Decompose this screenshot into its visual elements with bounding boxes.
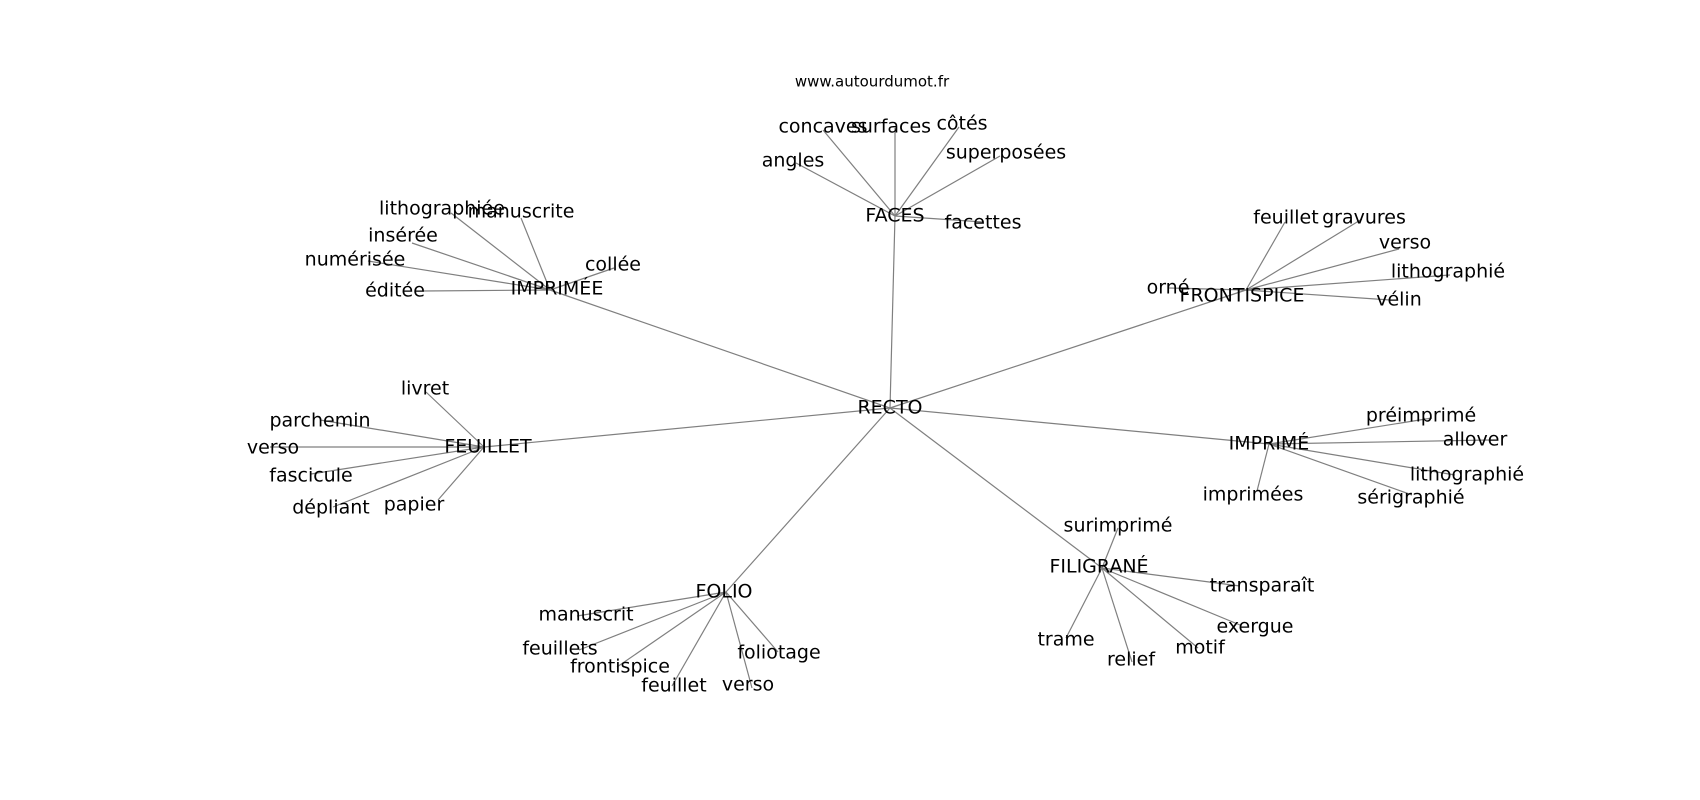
edge-hub-to-word xyxy=(795,162,896,217)
word-node: exergue xyxy=(1217,616,1294,638)
edge-hub-to-word xyxy=(1268,443,1413,496)
word-node: motif xyxy=(1175,637,1226,659)
word-node: numérisée xyxy=(305,249,406,271)
edge-hub-to-word xyxy=(520,217,551,291)
word-node: sérigraphié xyxy=(1357,487,1464,509)
edge-center-to-hub xyxy=(725,407,891,593)
word-node: trame xyxy=(1037,629,1094,651)
word-node: verso xyxy=(1379,232,1431,254)
edge-hub-to-word xyxy=(332,446,485,508)
word-node: papier xyxy=(384,494,445,516)
word-node: foliotage xyxy=(737,642,820,664)
edge-hub-to-word xyxy=(1268,443,1456,476)
word-node: frontispice xyxy=(570,656,670,678)
center-node: RECTO xyxy=(857,397,922,419)
word-node: lithographiée xyxy=(379,198,505,220)
word-node: facettes xyxy=(945,212,1022,234)
edge-hub-to-word xyxy=(1101,527,1119,569)
word-node: verso xyxy=(722,674,774,696)
hub-node: FOLIO xyxy=(695,581,752,603)
edge-hub-to-word xyxy=(894,126,960,217)
edge-hub-to-word xyxy=(1268,417,1433,445)
edge-center-to-hub xyxy=(889,407,1103,569)
edge-hub-to-word xyxy=(1245,218,1363,291)
edge-hub-to-word xyxy=(576,591,727,617)
edge-hub-to-word xyxy=(1245,274,1451,291)
word-node: éditée xyxy=(365,280,425,302)
edge-hub-to-word xyxy=(1256,443,1270,492)
hub-node: FILIGRANÉ xyxy=(1049,555,1148,578)
edge-hub-to-word xyxy=(1101,567,1199,649)
edge-hub-to-word xyxy=(450,212,551,291)
edge-hub-to-word xyxy=(319,419,485,448)
hub-node: FRONTISPICE xyxy=(1180,285,1305,307)
edge-hub-to-word xyxy=(1101,567,1241,626)
word-node: feuillet xyxy=(641,675,706,697)
word-node: gravures xyxy=(1322,207,1406,229)
graph-edges xyxy=(270,126,1491,689)
hub-node: FEUILLET xyxy=(444,436,532,458)
edge-hub-to-word xyxy=(425,391,485,448)
hub-node: FACES xyxy=(865,205,924,227)
edge-hub-to-word xyxy=(725,591,779,653)
edge-hub-to-word xyxy=(367,260,551,291)
edge-center-to-hub xyxy=(889,407,1270,445)
word-node: dépliant xyxy=(292,497,370,519)
word-node: orné xyxy=(1147,277,1190,299)
edge-center-to-hub xyxy=(549,289,891,409)
edge-hub-to-word xyxy=(1101,567,1241,587)
edge-hub-to-word xyxy=(822,129,896,217)
edge-hub-to-word xyxy=(310,446,485,475)
edge-hub-to-word xyxy=(437,446,485,501)
edge-center-to-hub xyxy=(483,407,891,448)
word-node: verso xyxy=(247,437,299,459)
word-node: superposées xyxy=(946,142,1066,164)
word-node: collée xyxy=(585,254,641,276)
word-node: fascicule xyxy=(269,465,352,487)
edge-center-to-hub xyxy=(889,289,1247,409)
site-url[interactable]: www.autourdumot.fr xyxy=(795,73,950,91)
edge-hub-to-word xyxy=(1245,221,1286,291)
edge-hub-to-word xyxy=(616,591,727,668)
word-node: parchemin xyxy=(269,410,370,432)
edge-hub-to-word xyxy=(1101,567,1133,663)
word-node: vélin xyxy=(1376,289,1422,311)
word-node: manuscrit xyxy=(538,604,633,626)
word-node: livret xyxy=(401,378,449,400)
word-node: côtés xyxy=(936,113,987,135)
edge-hub-to-word xyxy=(1168,287,1247,291)
edge-hub-to-word xyxy=(894,215,984,223)
edge-hub-to-word xyxy=(671,591,727,687)
edge-hub-to-word xyxy=(411,242,551,291)
word-node: relief xyxy=(1107,649,1156,671)
word-node: angles xyxy=(762,150,825,172)
edge-hub-to-word xyxy=(1245,289,1391,301)
edge-hub-to-word xyxy=(1245,248,1400,291)
edge-hub-to-word xyxy=(1268,439,1491,445)
word-node: feuillets xyxy=(522,638,597,660)
word-node: feuillet xyxy=(1253,207,1318,229)
word-node: concaves xyxy=(778,116,867,138)
edge-hub-to-word xyxy=(578,591,727,651)
edge-center-to-hub xyxy=(889,215,896,409)
edge-hub-to-word xyxy=(894,155,1001,217)
hub-node: IMPRIMÉ xyxy=(1229,432,1310,455)
word-node: surfaces xyxy=(851,116,931,138)
word-node: préimprimé xyxy=(1366,405,1476,427)
word-node: allover xyxy=(1443,429,1508,451)
word-node: manuscrite xyxy=(468,201,575,223)
edge-hub-to-word xyxy=(421,289,551,292)
hub-node: IMPRIMÉE xyxy=(511,277,604,300)
word-node: imprimées xyxy=(1203,484,1304,506)
word-node: transparaît xyxy=(1210,575,1315,597)
word-node: lithographié xyxy=(1391,261,1505,283)
word-node: surimprimé xyxy=(1064,515,1173,537)
edge-hub-to-word xyxy=(725,591,753,689)
edge-hub-to-word xyxy=(1065,567,1103,639)
word-node: insérée xyxy=(368,225,438,247)
edge-hub-to-word xyxy=(549,267,615,291)
word-node: lithographié xyxy=(1410,464,1524,486)
